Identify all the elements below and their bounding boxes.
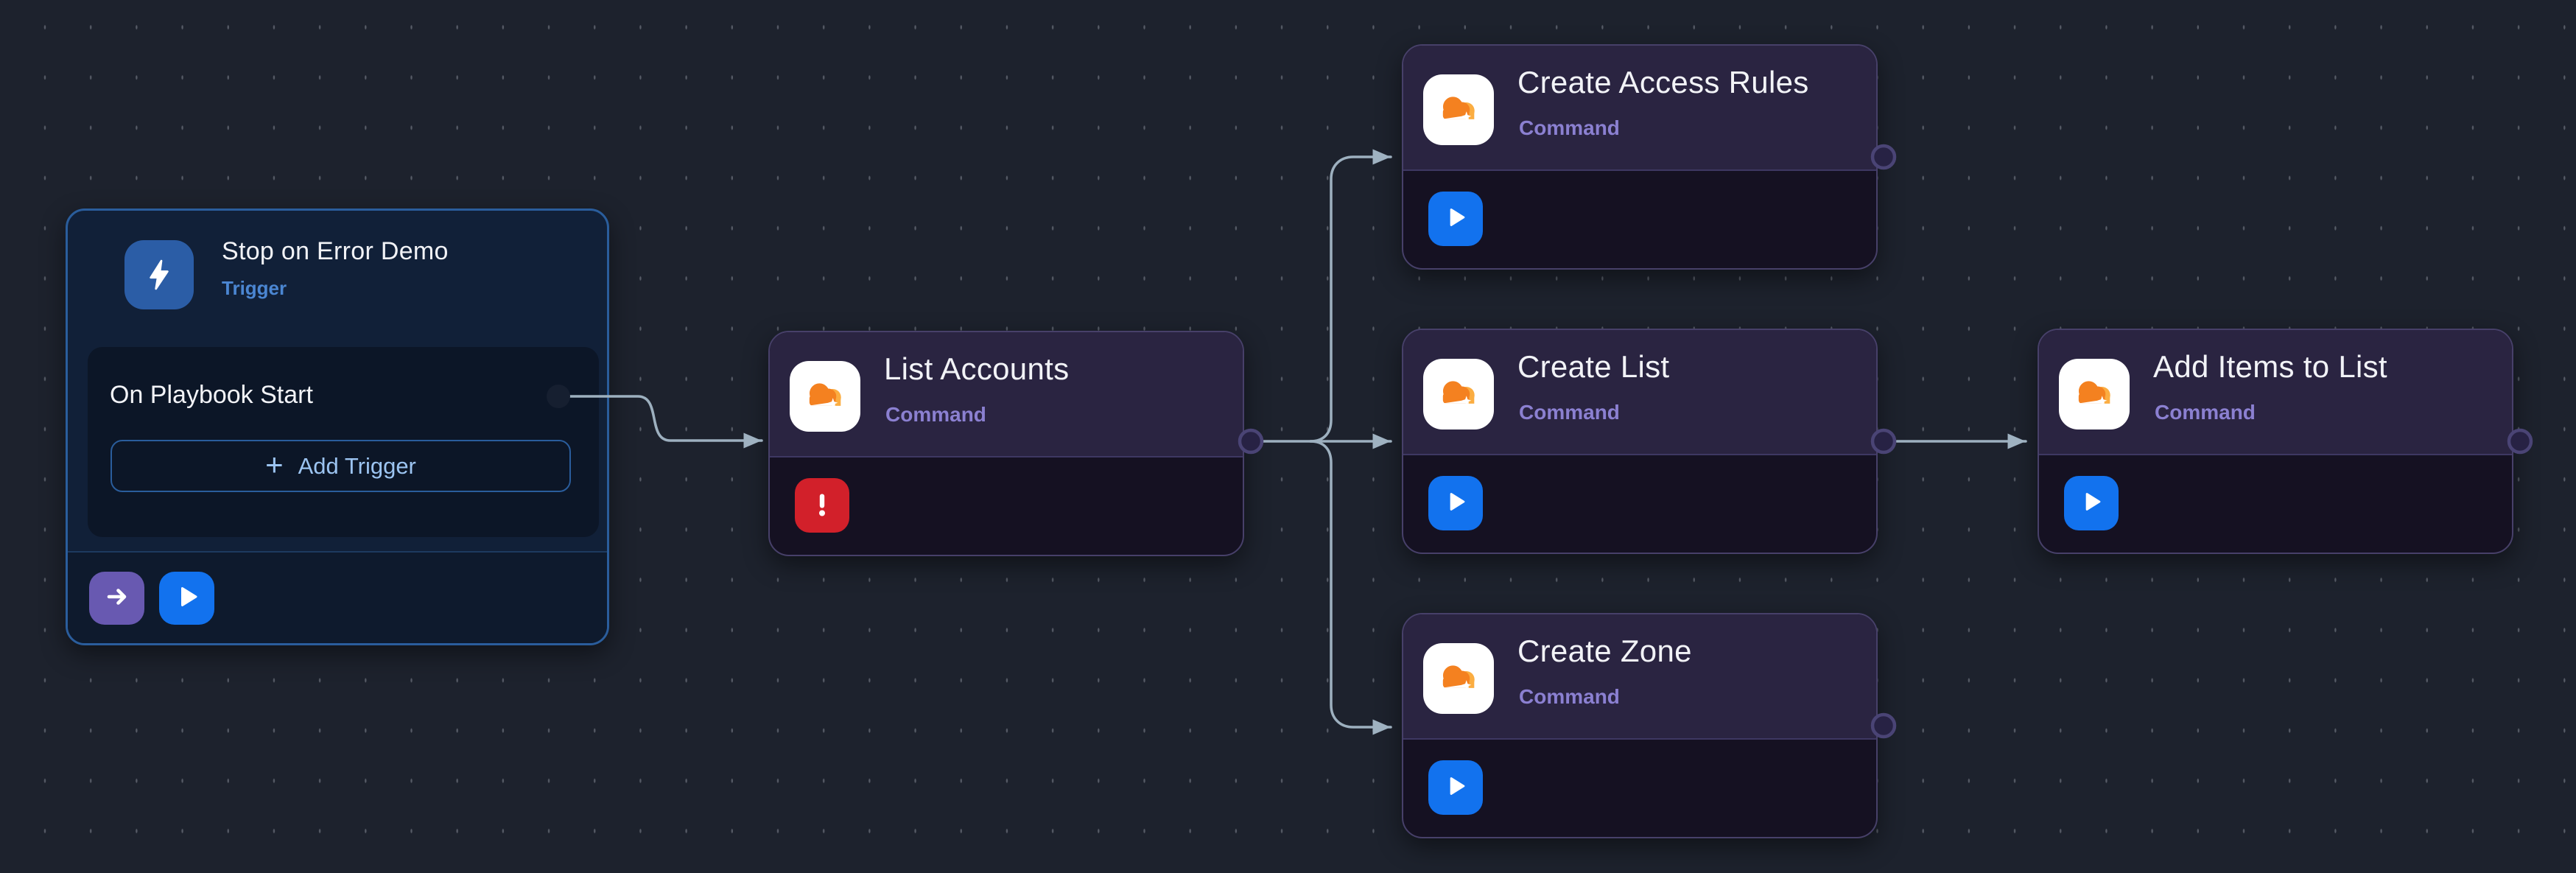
play-icon	[169, 579, 205, 617]
port-trigger-output[interactable]	[547, 385, 570, 408]
play-icon	[1439, 770, 1472, 806]
node-header: List Accounts Command	[770, 332, 1243, 457]
run-button[interactable]	[2064, 476, 2119, 530]
node-type-label: Command	[1519, 401, 1620, 424]
node-trigger[interactable]: Stop on Error Demo Trigger On Playbook S…	[66, 208, 609, 645]
node-type-label: Command	[885, 403, 986, 426]
node-status-bar	[2039, 455, 2512, 553]
node-create-list[interactable]: Create List Command	[1402, 329, 1878, 554]
jump-to-next-button[interactable]	[89, 571, 144, 625]
cloudflare-icon	[790, 361, 860, 432]
port-create-list-output[interactable]	[1870, 428, 1897, 455]
node-create-zone[interactable]: Create Zone Command	[1402, 613, 1878, 838]
trigger-footer	[68, 551, 607, 643]
node-add-items-to-list[interactable]: Add Items to List Command	[2038, 329, 2513, 554]
arrow-right-icon	[99, 579, 135, 617]
node-type-label: Trigger	[222, 277, 287, 299]
node-title: Stop on Error Demo	[222, 237, 449, 265]
trigger-row-on-playbook-start[interactable]: On Playbook Start	[110, 381, 313, 409]
error-badge[interactable]	[795, 478, 849, 533]
node-type-label: Command	[1519, 685, 1620, 708]
node-status-bar	[1403, 171, 1876, 268]
lightning-icon	[124, 240, 194, 309]
node-header: Create Zone Command	[1403, 614, 1876, 740]
run-button[interactable]	[1428, 476, 1483, 530]
node-status-bar	[1403, 740, 1876, 837]
port-create-access-rules-output[interactable]	[1870, 144, 1897, 170]
plus-icon: +	[265, 446, 284, 482]
edge-list-accounts-to-create-access-rules	[1309, 149, 1392, 443]
port-add-items-output[interactable]	[2507, 428, 2533, 455]
cloudflare-icon	[1423, 643, 1494, 714]
edge-list-accounts-to-create-zone	[1309, 440, 1392, 735]
node-title: Create Access Rules	[1517, 65, 1809, 99]
play-icon	[1439, 201, 1472, 237]
cloudflare-icon	[1423, 74, 1494, 145]
node-header: Add Items to List Command	[2039, 330, 2512, 455]
cloudflare-icon	[1423, 359, 1494, 430]
alert-icon	[804, 486, 840, 525]
node-title: Add Items to List	[2153, 349, 2387, 384]
node-status-bar	[770, 457, 1243, 555]
node-create-access-rules[interactable]: Create Access Rules Command	[1402, 44, 1878, 270]
node-title: Create List	[1517, 349, 1670, 384]
node-header: Create List Command	[1403, 330, 1876, 455]
port-create-zone-output[interactable]	[1870, 712, 1897, 739]
node-list-accounts[interactable]: List Accounts Command	[768, 331, 1244, 556]
node-title: Create Zone	[1517, 634, 1692, 668]
run-button[interactable]	[1428, 760, 1483, 815]
play-icon	[1439, 485, 1472, 522]
node-header: Create Access Rules Command	[1403, 46, 1876, 171]
play-icon	[2075, 485, 2108, 522]
add-trigger-label: Add Trigger	[298, 452, 416, 479]
node-type-label: Command	[1519, 116, 1620, 139]
node-type-label: Command	[2155, 401, 2256, 424]
run-playbook-button[interactable]	[159, 571, 214, 625]
cloudflare-icon	[2059, 359, 2130, 430]
port-list-accounts-output[interactable]	[1238, 428, 1264, 455]
trigger-panel: On Playbook Start + Add Trigger	[88, 347, 599, 537]
node-title: List Accounts	[884, 351, 1070, 386]
add-trigger-button[interactable]: + Add Trigger	[110, 440, 571, 492]
run-button[interactable]	[1428, 192, 1483, 246]
node-status-bar	[1403, 455, 1876, 553]
